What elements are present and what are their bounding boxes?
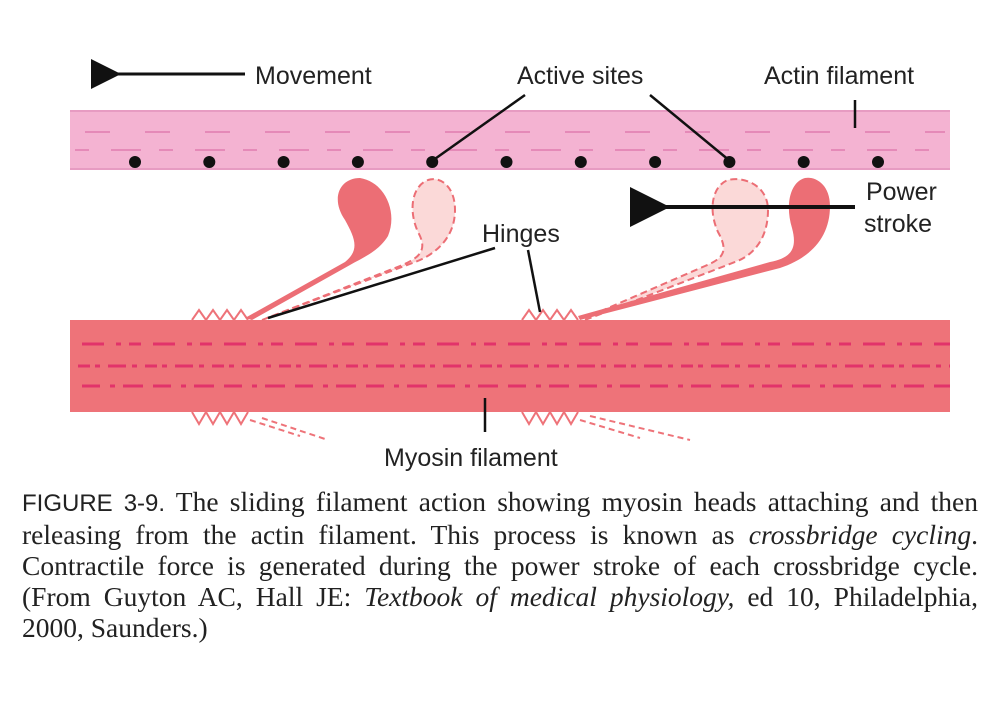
caption-text: . Contractile force is generated during … [22,519,978,612]
figure-caption: FIGURE 3-9. The sliding filament action … [22,486,978,643]
stroke-label: stroke [864,210,932,238]
leader-lines [267,93,857,432]
active-site-dot [872,156,884,168]
caption-italic-term: crossbridge cycling [748,519,972,550]
active-site-dot [203,156,216,168]
active-site-dot [797,156,810,168]
hinges-label: Hinges [482,220,560,248]
movement-label: Movement [255,62,372,90]
caption-text: The sliding filament action showing myos… [22,486,978,550]
sliding-filament-diagram: Movement Active sites Actin filament Pow… [70,59,950,472]
myosin-heads [245,177,830,321]
active-site-dot [129,156,141,168]
active-site-dot [351,156,364,168]
caption-book-title: Textbook of medical physiology, [364,581,735,612]
active-site-dot [277,156,290,168]
caption-text: ed 10, Philadelphia, 2000, Saunders.) [22,581,978,643]
active-site-dot [649,156,662,168]
active-site-dot [574,156,587,168]
hinge-zigzags [191,308,691,441]
actin-filament-label: Actin filament [764,62,914,90]
myosin-filament [70,320,950,412]
active-sites-label: Active sites [517,62,643,90]
figure-label: FIGURE 3-9. [22,490,166,517]
power-label: Power [866,178,937,206]
myosin-filament-label: Myosin filament [384,444,558,472]
active-site-dot [500,156,513,168]
